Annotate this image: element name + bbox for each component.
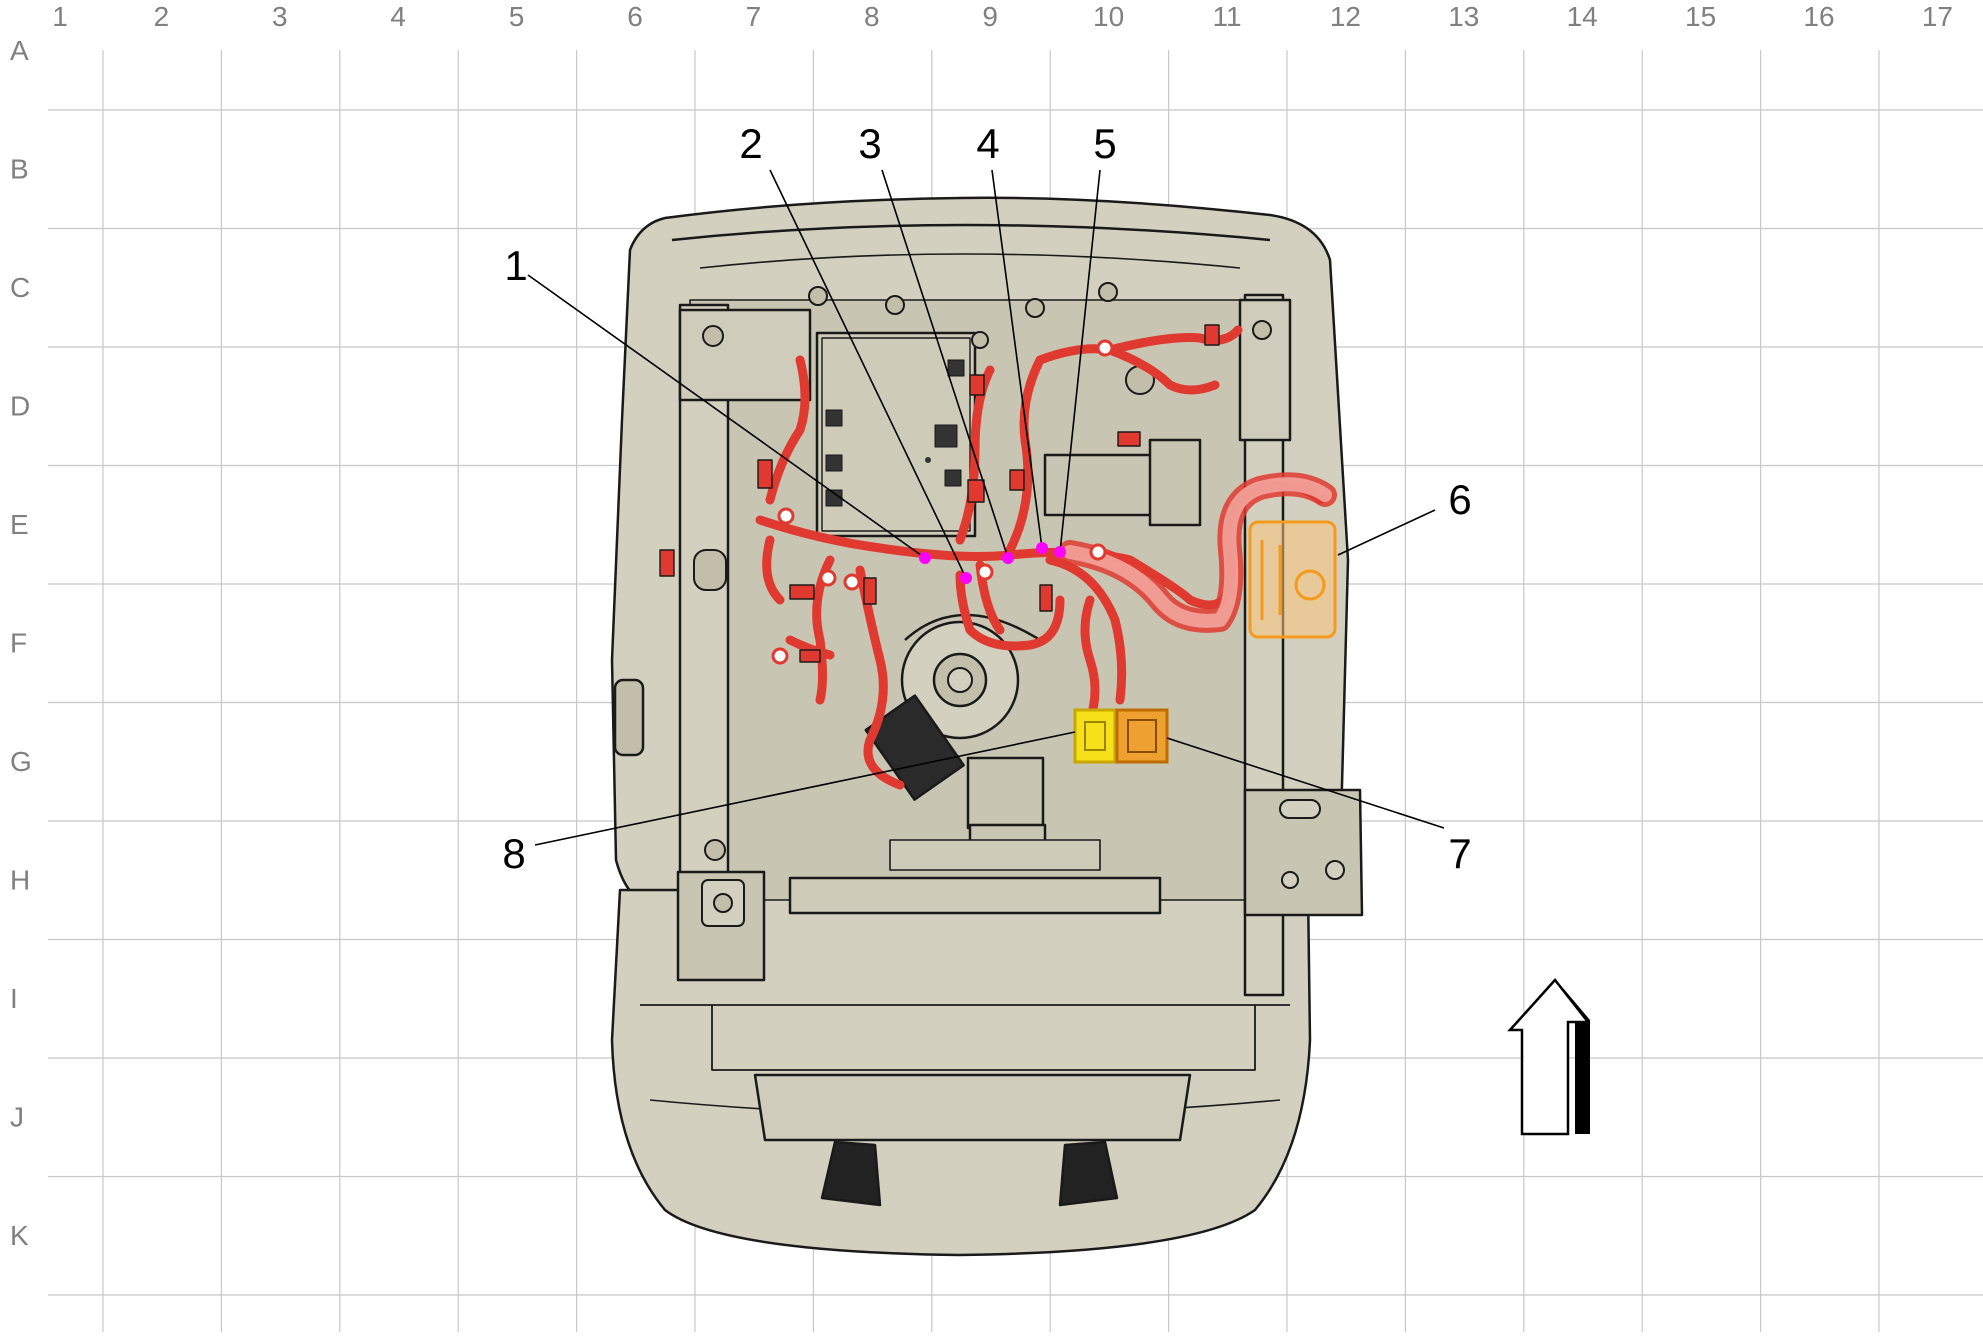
callout-7: 7 [1448,830,1471,877]
wiring-harness [659,324,1337,790]
column-label: 6 [627,1,643,32]
row-label: B [10,154,29,185]
component-6-module [1248,520,1337,639]
column-label: 9 [982,1,998,32]
upper-right-motor [1043,453,1157,517]
splice-dot-icon [1002,552,1014,564]
leader-lines [527,169,1445,846]
column-label: 2 [154,1,170,32]
callout-5: 5 [1093,120,1116,167]
column-label: 5 [509,1,525,32]
leader-4 [991,169,1043,549]
row-label: J [10,1102,24,1133]
row-label: E [10,509,29,540]
row-labels: ABCDEFGHIJKL [10,35,32,1251]
column-label: 7 [746,1,762,32]
left-top-bracket [678,308,812,402]
callout-1: 1 [504,242,527,289]
leader-6 [1337,509,1436,556]
column-label: 17 [1922,1,1953,32]
front-leg-right [1058,1140,1119,1207]
side-knob [613,678,645,757]
splice-dot-icon [960,572,972,584]
column-label: 3 [272,1,288,32]
seat-assembly [610,196,1364,1257]
callout-6: 6 [1448,476,1471,523]
front-handle [753,1073,1192,1142]
leader-1 [527,274,926,559]
splice-dot-icon [1054,546,1066,558]
leader-2 [769,169,967,579]
row-label: H [10,865,30,896]
column-label: 12 [1330,1,1361,32]
lower-motor [966,756,1045,830]
row-label: G [10,746,32,777]
seat-cushion [610,888,1312,1257]
row-label: K [10,1220,29,1251]
component-7-connector [1115,708,1169,764]
column-label: 13 [1448,1,1479,32]
column-label: 10 [1093,1,1124,32]
column-label: 11 [1212,1,1241,32]
row-label: C [10,272,30,303]
leader-7 [1166,737,1445,829]
leader-5 [1059,169,1101,553]
column-label: 14 [1567,1,1598,32]
row-label: A [10,35,29,66]
column-label: 15 [1685,1,1716,32]
column-label: 4 [390,1,406,32]
leader-3 [881,169,1009,559]
column-label: 1 [52,1,68,32]
lower-crossbar [788,876,1162,915]
callout-8: 8 [502,830,525,877]
callout-labels: 1 2 3 4 5 6 7 8 [502,120,1471,877]
splice-points [919,542,1066,584]
row-label: F [10,628,27,659]
component-8-connector [1073,708,1117,764]
row-label: I [10,983,18,1014]
right-bracket [1243,788,1364,917]
splice-dot-icon [1036,542,1048,554]
front-leg-left [820,1140,882,1207]
column-label: 16 [1803,1,1834,32]
row-label: D [10,391,30,422]
leader-8 [534,731,1076,846]
column-label: 8 [864,1,880,32]
splice-dot-icon [919,552,931,564]
callout-2: 2 [739,120,762,167]
callout-3: 3 [858,120,881,167]
up-arrow-icon [1507,978,1591,1136]
callout-4: 4 [976,120,999,167]
left-seat-rail [678,303,730,897]
